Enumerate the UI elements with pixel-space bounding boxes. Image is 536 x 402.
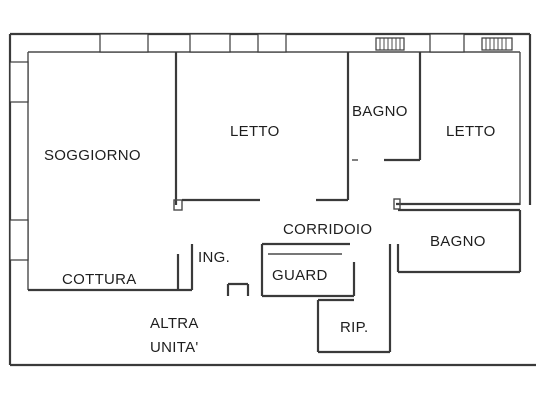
- label-cottura: COTTURA: [62, 271, 137, 288]
- label-bagno-1: BAGNO: [352, 103, 408, 120]
- label-letto-2: LETTO: [446, 123, 496, 140]
- window-letto-2: [429, 33, 465, 53]
- wall-pillar-2: [393, 198, 401, 210]
- label-corridoio: CORRIDOIO: [283, 221, 372, 238]
- window-left-lower: [9, 219, 29, 261]
- window-letto-1b: [257, 33, 287, 53]
- window-bagno-1: [375, 37, 405, 51]
- label-ingresso: ING.: [198, 249, 230, 266]
- label-bagno-2: BAGNO: [430, 233, 486, 250]
- window-top-right-hatch: [485, 38, 507, 50]
- interior-walls: [28, 52, 522, 354]
- window-letto-1a: [189, 33, 231, 53]
- label-guardaroba: GUARD: [272, 267, 328, 284]
- label-soggiorno: SOGGIORNO: [44, 147, 141, 164]
- label-altra-unita-2: UNITA': [150, 339, 199, 356]
- label-letto-1: LETTO: [230, 123, 280, 140]
- outer-walls: [8, 32, 536, 367]
- windows: [9, 33, 513, 261]
- wall-pillar-1: [173, 199, 183, 211]
- window-left-upper: [9, 61, 29, 103]
- window-bagno-1-hatch: [379, 38, 401, 50]
- window-bagno-top-right: [481, 37, 513, 51]
- room-labels: SOGGIORNO LETTO BAGNO LETTO CORRIDOIO BA…: [44, 103, 496, 356]
- window-soggiorno: [99, 33, 149, 53]
- label-ripostiglio: RIP.: [340, 319, 368, 336]
- label-altra-unita-1: ALTRA: [150, 315, 199, 332]
